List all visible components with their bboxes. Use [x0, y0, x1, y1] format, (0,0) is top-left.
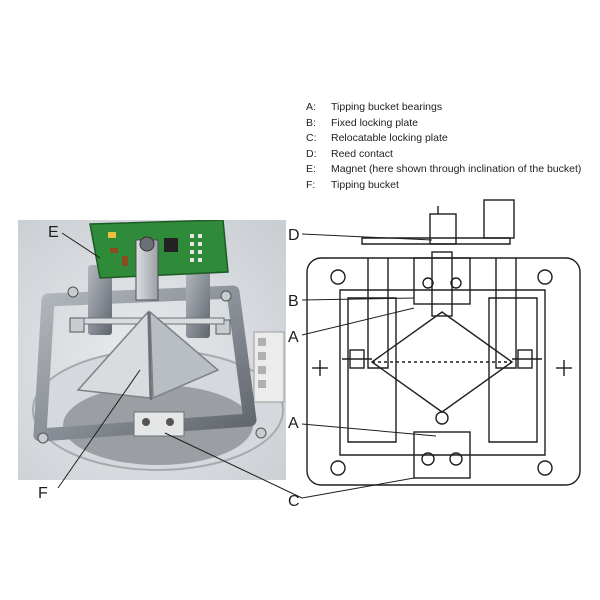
label-f: F — [38, 485, 48, 502]
relocatable-locking-plate — [413, 431, 471, 479]
label-b: B — [288, 293, 299, 310]
screw — [255, 427, 267, 439]
legend-text: Tipping bucket — [331, 178, 399, 191]
right-bearing — [517, 349, 533, 369]
legend-row-a: A: Tipping bucket bearings — [306, 100, 596, 116]
legend-row-d: D: Reed contact — [306, 147, 596, 163]
mechanism-photo — [18, 220, 286, 480]
central-post — [431, 251, 453, 317]
screw — [220, 290, 232, 302]
label-d: D — [288, 227, 300, 244]
leader-c-drawing — [301, 477, 415, 499]
legend-key: B: — [306, 116, 316, 129]
magnet — [139, 236, 155, 252]
reed-housing — [429, 213, 457, 245]
legend-text: Relocatable locking plate — [331, 132, 448, 144]
legend: A: Tipping bucket bearings B: Fixed lock… — [306, 100, 596, 193]
inner-frame — [339, 289, 546, 456]
terminal-block — [253, 331, 285, 403]
legend-key: A: — [306, 101, 316, 113]
reed-bracket — [361, 237, 511, 245]
left-upright-drawing — [367, 258, 389, 369]
legend-text: Magnet (here shown through inclination o… — [331, 163, 582, 175]
corner-hole — [330, 269, 346, 285]
screw — [37, 432, 49, 444]
legend-row-c: C: Relocatable locking plate — [306, 131, 596, 147]
left-frame-opening — [347, 297, 397, 443]
locking-plate-photo — [133, 411, 185, 437]
left-bearing — [349, 349, 365, 369]
bucket-outline — [370, 311, 514, 413]
legend-key: F: — [306, 178, 316, 191]
pcb-component — [110, 248, 118, 253]
leader-a-top — [301, 307, 415, 336]
leader-a-bottom — [301, 423, 437, 437]
legend-key: C: — [306, 132, 317, 144]
leader-b — [301, 297, 415, 301]
relocatable-plate-screw — [421, 452, 435, 466]
right-upright — [186, 268, 210, 338]
leader-d — [301, 233, 433, 241]
corner-hole — [537, 269, 553, 285]
pcb-component — [122, 256, 128, 266]
legend-text: Tipping bucket bearings — [331, 101, 443, 113]
tipping-bucket-right — [149, 310, 220, 400]
legend-key: E: — [306, 163, 316, 175]
corner-hole — [537, 460, 553, 476]
right-upright-drawing — [495, 258, 517, 369]
plate-screw — [166, 418, 174, 426]
fixed-plate-screw — [450, 277, 462, 289]
label-a-bottom: A — [288, 415, 299, 432]
legend-row-e: E: Magnet (here shown through inclinatio… — [306, 162, 596, 178]
right-frame-opening — [488, 297, 538, 443]
reed-block — [483, 199, 515, 239]
relocatable-plate-screw — [449, 452, 463, 466]
label-a-top: A — [288, 329, 299, 346]
plate-screw — [142, 418, 150, 426]
bottom-bearing — [435, 411, 449, 425]
pcb-component — [108, 232, 116, 238]
bucket-divider — [148, 311, 152, 401]
legend-key: D: — [306, 147, 317, 160]
screw — [67, 286, 79, 298]
technical-drawing — [306, 199, 581, 486]
outer-housing — [306, 257, 581, 486]
legend-text: Fixed locking plate — [331, 116, 418, 129]
pcb-pins — [190, 234, 202, 262]
support-frame — [33, 285, 257, 442]
fixed-locking-plate — [413, 257, 471, 305]
label-c: C — [288, 493, 300, 510]
legend-row-b: B: Fixed locking plate — [306, 116, 596, 132]
corner-hole — [330, 460, 346, 476]
fixed-plate-screw — [422, 277, 434, 289]
legend-text: Reed contact — [331, 147, 393, 160]
legend-row-f: F: Tipping bucket — [306, 178, 596, 194]
reed-switch-ic — [164, 238, 178, 252]
bearing-nut-left — [69, 317, 85, 333]
